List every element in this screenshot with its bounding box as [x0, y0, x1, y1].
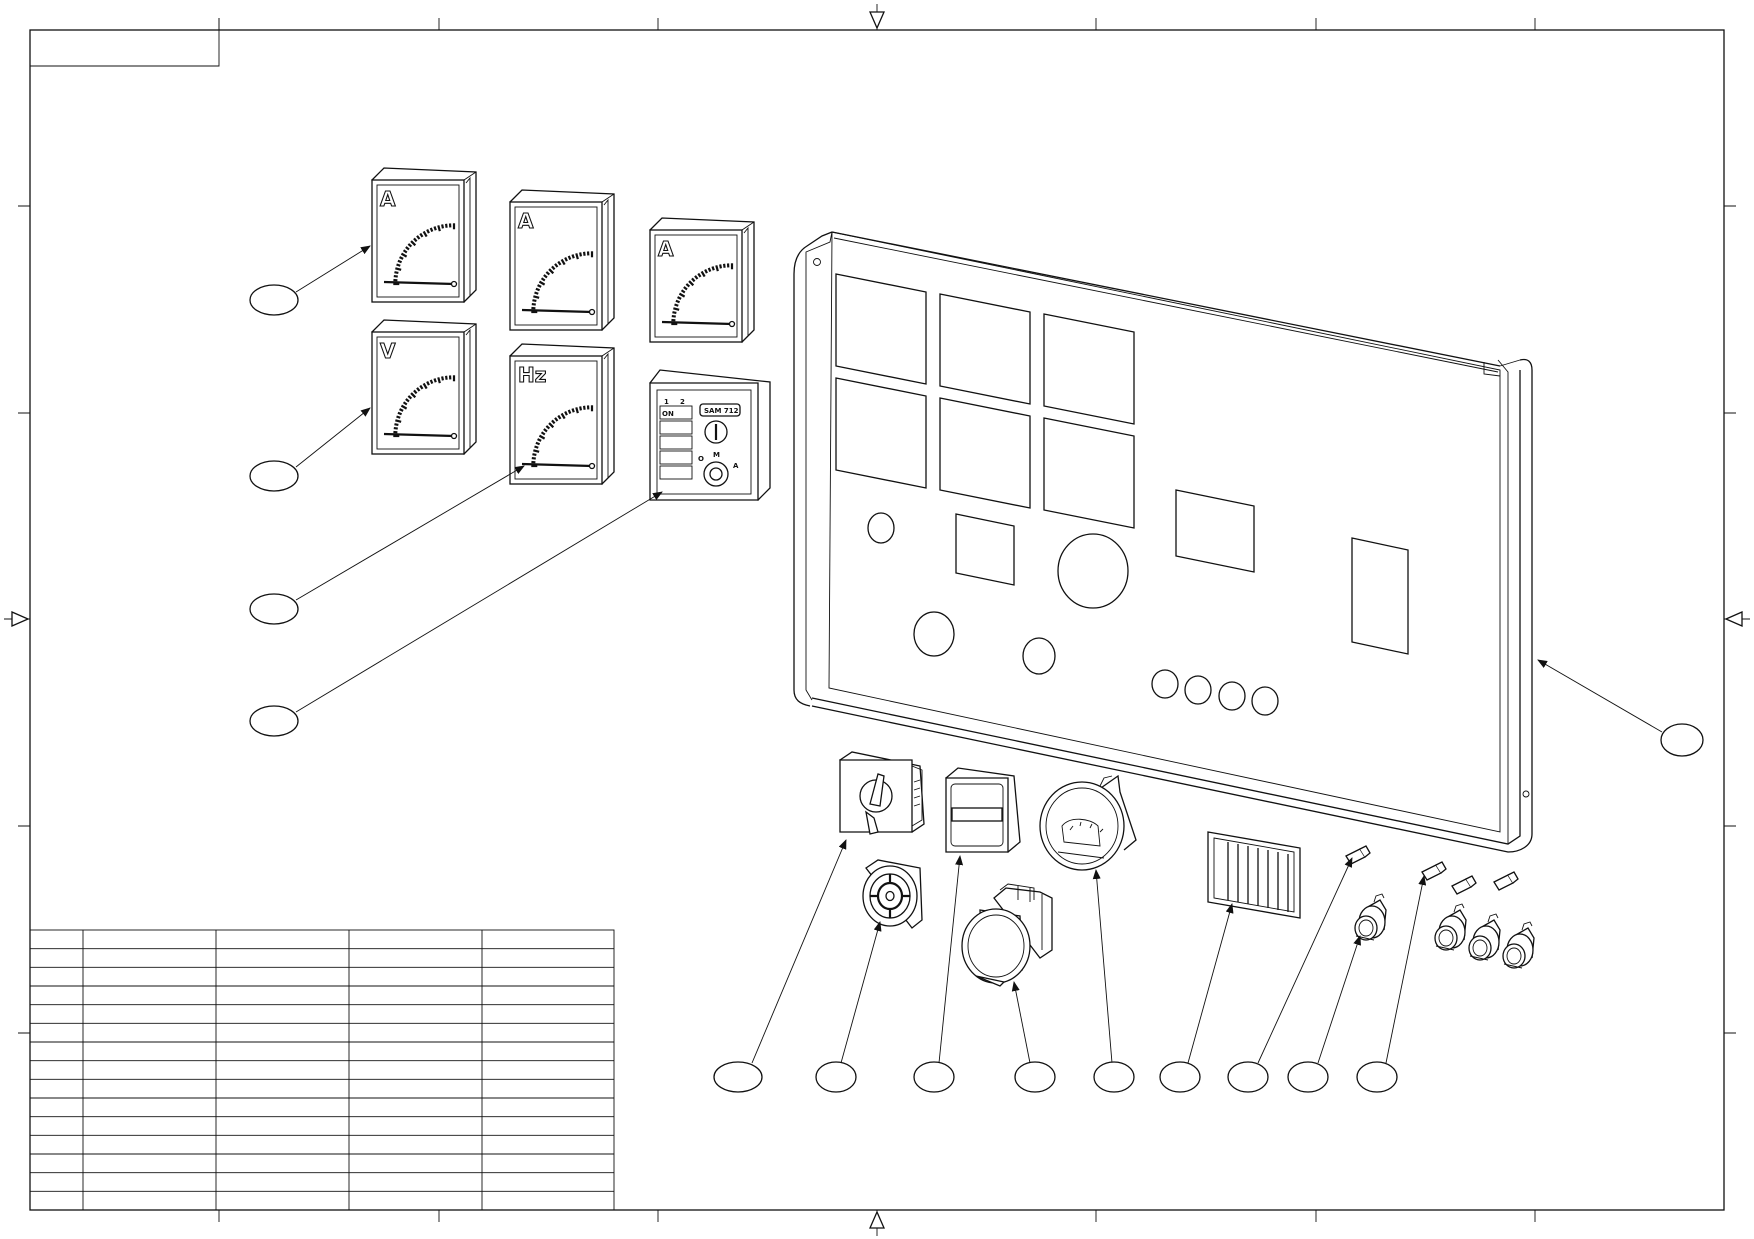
controller-key-5 [659, 465, 693, 480]
centering-arrow-right [1724, 611, 1750, 627]
cutout-meter-5 [939, 397, 1031, 509]
cutout-round-small [867, 512, 895, 544]
drawing-frame [4, 4, 1750, 1236]
item-balloon [713, 1061, 763, 1093]
centering-arrow-left [4, 611, 30, 627]
meter-ammeter-1: A [371, 167, 477, 303]
item-balloon [815, 1061, 857, 1093]
item-balloon [1093, 1061, 1135, 1093]
leader-to-frequency-meter [295, 465, 525, 601]
controller-key-4 [659, 450, 693, 465]
leader-to-terminal-block [1187, 903, 1234, 1064]
leader-to-selector-switch [751, 839, 847, 1064]
leader-to-fuse [1257, 857, 1353, 1064]
controller-on-label: ON [662, 410, 674, 418]
cutout-buzzer [1022, 637, 1056, 675]
leader-to-panel [1537, 659, 1663, 733]
fuse-2 [1421, 861, 1447, 881]
cutout-fuse-holder-3 [1218, 681, 1246, 711]
hour-meter [945, 767, 1021, 853]
cutout-fuse-holder-4 [1251, 686, 1279, 716]
controller-key-switch [703, 461, 729, 487]
controller-brand-label: SAM 712 [704, 407, 739, 415]
cutout-terminal-block [1351, 537, 1409, 655]
fuse-4 [1493, 871, 1519, 891]
rotary-selector-switch [838, 751, 925, 835]
meter-ammeter-3: A [649, 217, 755, 343]
leader-to-gauge [1092, 869, 1113, 1064]
cutout-square-hour-meter [955, 513, 1015, 586]
cutout-meter-3 [1043, 313, 1135, 425]
fuse-holder-1 [1354, 893, 1387, 941]
cutout-gauge [1057, 533, 1129, 609]
cutout-emergency-stop [913, 611, 955, 657]
controller-on-key [659, 405, 693, 420]
leader-to-hour-meter [938, 855, 964, 1064]
item-balloon [1227, 1061, 1269, 1093]
item-balloon [1660, 723, 1704, 757]
generator-controller-module: 1 2 ON SAM 712 M O A [649, 369, 771, 501]
panel-mounting-hole [813, 258, 821, 266]
controller-mark-2: 2 [680, 398, 685, 406]
leader-to-ammeter [295, 245, 371, 293]
controller-off-label: O [698, 455, 704, 463]
meter-frequency-meter: Hz [509, 343, 615, 486]
panel-plate [793, 231, 1533, 853]
leader-to-emergency-stop [1011, 981, 1031, 1064]
cutout-controller [1043, 417, 1135, 529]
item-balloon [1014, 1061, 1056, 1093]
meter-unit-label: A [658, 237, 674, 261]
centering-arrow-bottom [869, 1210, 885, 1236]
meter-unit-label: V [380, 339, 396, 363]
cutout-switch [1175, 489, 1255, 573]
leader-to-fuse-holder [1317, 935, 1361, 1064]
buzzer [862, 859, 923, 929]
pressure-gauge [1039, 774, 1137, 871]
leader-to-buzzer [840, 921, 882, 1064]
item-balloon [1356, 1061, 1398, 1093]
leader-to-voltmeter [295, 407, 371, 468]
leader-to-controller [295, 491, 663, 713]
meter-ammeter-2: A [509, 189, 615, 332]
terminal-block [1207, 831, 1301, 919]
cutout-fuse-holder-1 [1151, 669, 1179, 699]
item-balloon [1159, 1061, 1201, 1093]
item-balloon [1287, 1061, 1329, 1093]
item-balloons [249, 284, 1704, 1093]
meter-voltmeter: V [371, 319, 477, 455]
fuse-holder-4 [1502, 921, 1535, 969]
hour-meter-display [951, 807, 1003, 822]
controller-brand-badge [699, 403, 741, 417]
controller-mode-label: M [713, 451, 720, 459]
controller-mark-1: 1 [664, 398, 669, 406]
cutout-fuse-holder-2 [1184, 675, 1212, 705]
fuse-1 [1345, 845, 1371, 865]
item-balloon [913, 1061, 955, 1093]
item-balloon [249, 284, 299, 316]
controller-auto-label: A [733, 462, 739, 470]
fuse-holder-2 [1434, 903, 1467, 951]
item-balloon [249, 593, 299, 625]
meter-unit-label: A [518, 209, 534, 233]
emergency-stop-button [961, 883, 1053, 987]
meter-unit-label: A [380, 187, 396, 211]
centering-arrow-top [869, 4, 885, 30]
cutout-meter-4 [835, 377, 927, 489]
fuse-holder-3 [1468, 913, 1501, 961]
controller-key-3 [659, 435, 693, 450]
item-balloon [249, 705, 299, 737]
controller-led-ring [704, 420, 728, 444]
meter-unit-label: Hz [518, 363, 546, 387]
cutout-meter-1 [835, 273, 927, 385]
frame-tick-marks [18, 18, 1736, 1222]
fuse-3 [1451, 875, 1477, 895]
panel-mounting-hole [1522, 790, 1530, 798]
bom-table [29, 929, 615, 1211]
item-balloon [249, 460, 299, 492]
cutout-meter-2 [939, 293, 1031, 405]
controller-key-2 [659, 420, 693, 435]
leader-to-fuse-set [1385, 875, 1427, 1064]
leader-lines [295, 245, 1663, 1064]
